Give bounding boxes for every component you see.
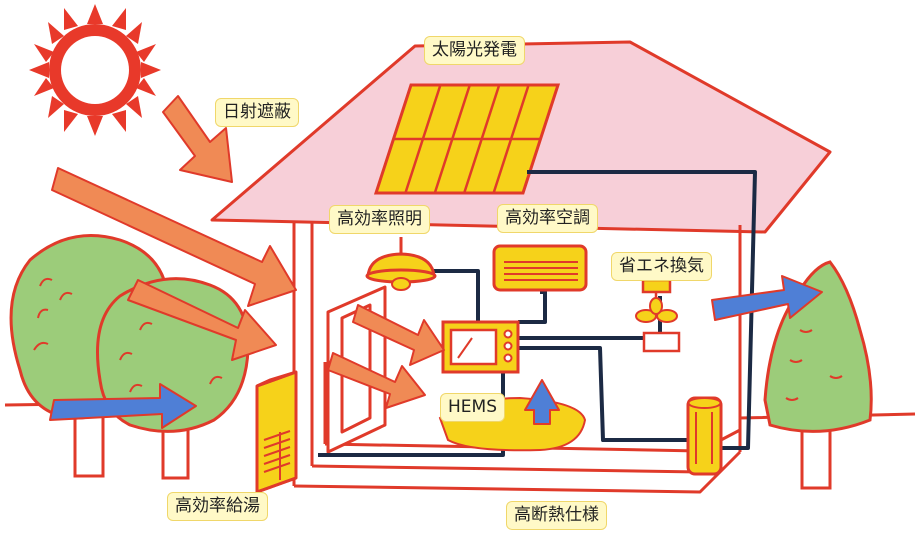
floor-warmth-up-arrow-icon	[524, 379, 560, 425]
tree-airflow-arrow-icon	[127, 279, 277, 361]
label-solar-shading: 日射遮蔽	[215, 98, 299, 128]
solar-panel	[373, 83, 561, 195]
ventilation-fan	[635, 278, 681, 353]
solar-radiation-arrows	[51, 95, 445, 409]
window-light-arrow-icon	[352, 304, 445, 366]
water-heater	[255, 370, 298, 494]
exhaust-air-arrow-icon	[711, 275, 823, 321]
sun-icon	[29, 4, 161, 136]
ceiling-lamp	[365, 237, 437, 291]
hems-monitor	[441, 320, 520, 374]
label-solar-power: 太陽光発電	[424, 36, 525, 66]
label-efficient-air-conditioning: 高効率空調	[497, 204, 598, 234]
cool-air-arrows	[49, 275, 823, 429]
window-heat-arrow-icon	[327, 352, 426, 409]
label-hems: HEMS	[440, 393, 505, 423]
shading-arrow-icon	[162, 95, 233, 183]
label-efficient-water-heating: 高効率給湯	[167, 492, 268, 522]
cool-breeze-arrow-icon	[49, 383, 197, 429]
label-energy-saving-ventilation: 省エネ換気	[611, 252, 712, 282]
label-high-insulation: 高断熱仕様	[506, 501, 607, 531]
air-conditioner	[492, 244, 588, 292]
sunlight-arrow-icon	[51, 167, 297, 307]
label-efficient-lighting: 高効率照明	[329, 205, 430, 235]
storage-appliance	[686, 396, 723, 476]
